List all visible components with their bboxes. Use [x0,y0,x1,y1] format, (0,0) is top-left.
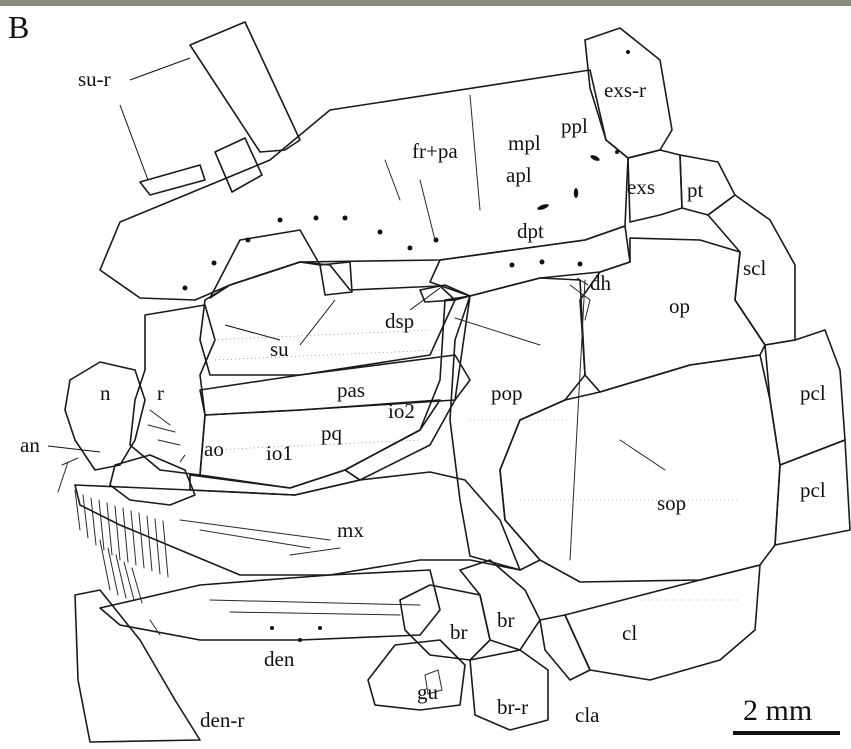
label-su-r: su-r [78,67,111,91]
label-op: op [669,294,690,318]
label-br-left: br [450,620,468,644]
label-gu: gu [417,680,439,704]
label-cl: cl [622,621,637,645]
bone-br-right [460,560,540,650]
scale-bar-label: 2 mm [743,694,812,727]
label-sop: sop [657,491,686,515]
label-fr-pa: fr+pa [412,139,458,163]
label-dpt: dpt [517,219,544,243]
label-pcl-upper: pcl [800,381,826,405]
teeth [75,490,168,603]
bone-su [200,262,455,375]
label-pcl-lower: pcl [800,478,826,502]
bone-su-r-small [215,138,262,192]
bone-r [130,305,215,475]
label-cla: cla [575,703,600,727]
label-an: an [20,433,40,457]
sensory-pores [183,50,631,642]
label-r: r [157,381,164,405]
label-pq: pq [321,421,343,445]
label-scl: scl [743,256,766,280]
label-ao: ao [204,437,224,461]
bone-pop [450,278,585,570]
bone-den [100,570,440,640]
label-br-r: br-r [497,695,528,719]
label-mx: mx [337,518,364,542]
label-den: den [264,647,295,671]
label-pt: pt [687,178,704,202]
label-apl: apl [506,163,532,187]
bone-su-left [210,230,320,298]
label-io1: io1 [266,441,293,465]
label-n: n [100,381,111,405]
bone-den-r [75,590,200,742]
scale-bar: 2 mm [733,694,840,735]
label-den-r: den-r [200,708,244,732]
label-dsp: dsp [385,309,414,333]
label-mpl: mpl [508,131,541,155]
label-exs: exs [627,175,655,199]
bone-sop [500,355,780,582]
photo-strip [0,0,851,6]
bone-br-left [400,585,490,660]
bone-su-r-upper [190,22,300,152]
scale-bar-line [733,731,840,735]
label-su: su [270,337,289,361]
bone-su-notch [320,262,352,295]
label-pop: pop [491,381,523,405]
label-io2: io2 [388,399,415,423]
label-exs-r: exs-r [604,78,646,102]
teeth-lower [100,540,142,603]
panel-letter: B [8,9,29,45]
bone-mx [75,472,520,575]
label-br-right: br [497,608,515,632]
bone-fr-pa [100,70,628,300]
label-ppl: ppl [561,114,588,138]
bone-ao [110,455,195,505]
bone-labels: B su-r fr+pa exs-r mpl ppl apl exs pt dp… [8,9,826,732]
label-dh: dh [590,271,612,295]
label-pas: pas [337,378,365,402]
